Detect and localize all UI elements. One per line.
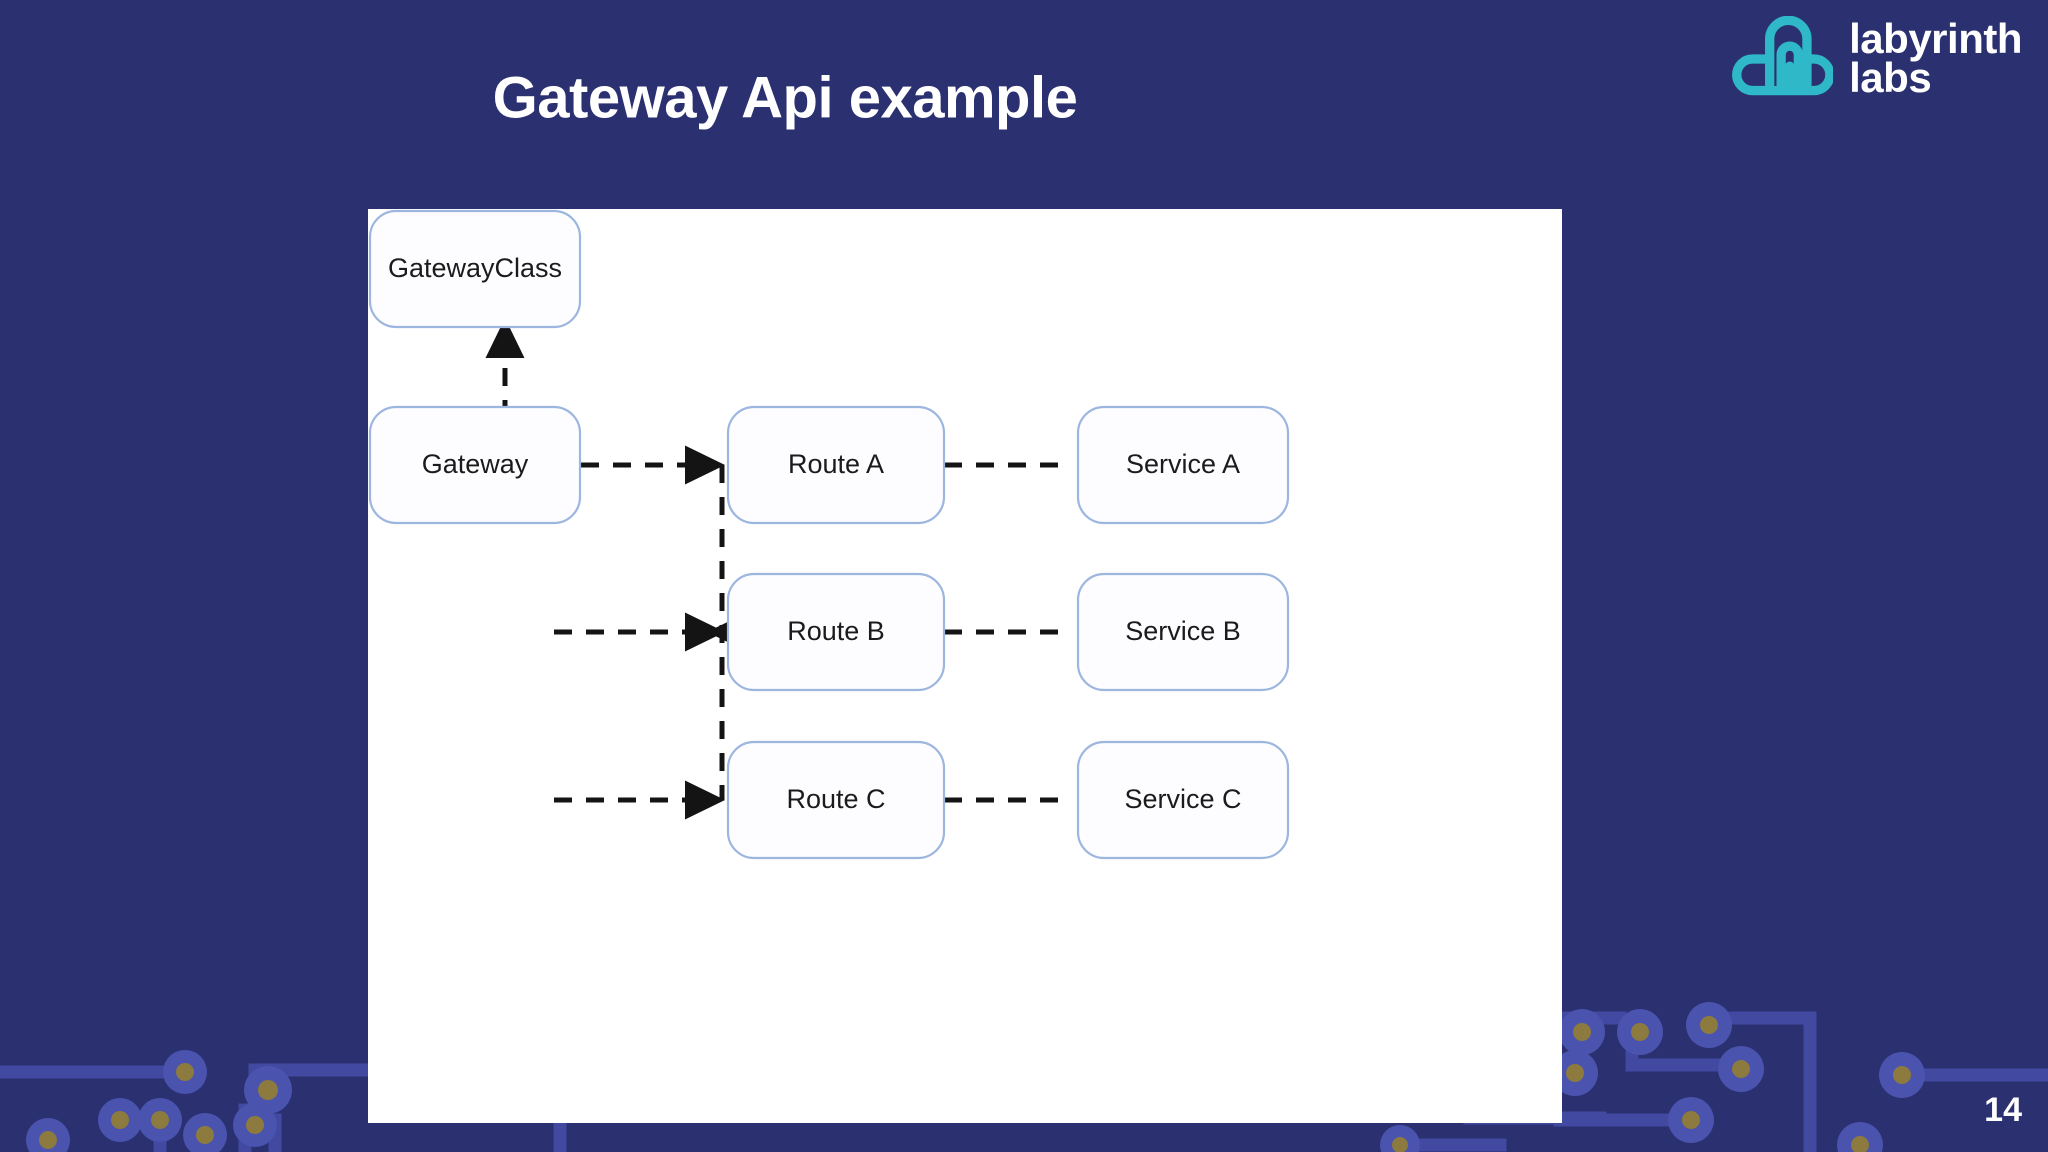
node-gatewayclass[interactable]: GatewayClass — [368, 209, 582, 329]
node-gateway-label: Gateway — [422, 449, 529, 479]
page-number: 14 — [1984, 1091, 2022, 1129]
node-route-c[interactable]: Route C — [726, 740, 946, 860]
labyrinth-cloud-icon — [1732, 16, 1834, 96]
node-route-b-label: Route B — [787, 616, 885, 646]
node-route-a[interactable]: Route A — [726, 405, 946, 525]
brand-name-line1: labyrinth — [1849, 15, 2022, 63]
node-route-a-label: Route A — [788, 449, 884, 479]
node-gatewayclass-label: GatewayClass — [388, 253, 562, 283]
node-route-c-label: Route C — [786, 784, 885, 814]
node-service-b-label: Service B — [1125, 616, 1241, 646]
brand-logo: labyrinth labs — [1725, 16, 2022, 102]
diagram-panel: GatewayClass Gateway Route A Route B Rou… — [368, 209, 1562, 1123]
node-route-b[interactable]: Route B — [726, 572, 946, 692]
brand-name-line2: labs — [1849, 54, 1932, 101]
node-service-c[interactable]: Service C — [1076, 740, 1290, 860]
node-service-b[interactable]: Service B — [1076, 572, 1290, 692]
node-gateway[interactable]: Gateway — [368, 405, 582, 525]
page-title: Gateway Api example — [492, 65, 1078, 131]
node-service-a-label: Service A — [1126, 449, 1240, 479]
node-service-a[interactable]: Service A — [1076, 405, 1290, 525]
node-service-c-label: Service C — [1124, 784, 1241, 814]
brand-wordmark: labyrinth labs — [1849, 15, 2022, 101]
gateway-api-diagram: GatewayClass Gateway Route A Route B Rou… — [368, 209, 1290, 860]
